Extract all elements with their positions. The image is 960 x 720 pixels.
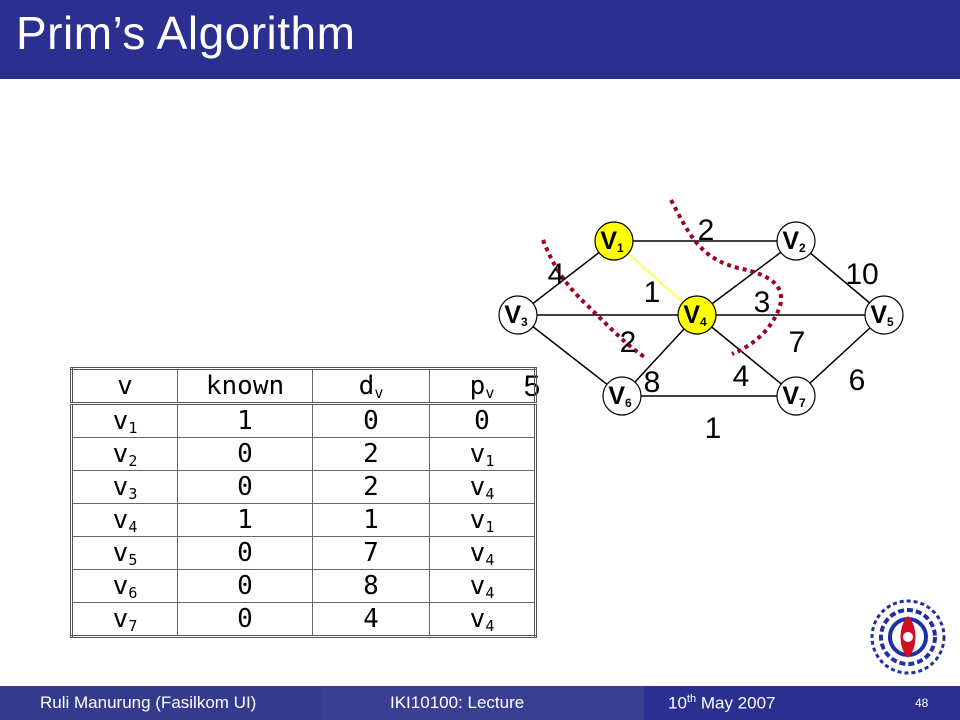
table-cell: v1 [429, 503, 536, 537]
table-cell: v4 [429, 470, 536, 504]
node-v5 [864, 295, 904, 335]
edge-v1-v3 [517, 240, 615, 316]
footer-date-panel: 10th May 2007 [644, 686, 960, 720]
table-cell: v2 [71, 437, 178, 471]
edge-weight-v3-v4: 2 [620, 326, 637, 359]
edge-weight-v1-v3: 4 [548, 258, 565, 291]
table-cell: 7 [312, 536, 430, 570]
table-cell: v4 [71, 503, 178, 537]
edge-v3-v6 [517, 314, 623, 397]
table-cell: 1 [312, 503, 430, 537]
table-header-cell: pv [429, 368, 536, 405]
table-cell: 0 [429, 403, 536, 438]
table-cell: 0 [177, 569, 313, 603]
edge-weight-v4-v5: 7 [789, 326, 806, 359]
edge-weight-v1-v2: 2 [698, 214, 715, 247]
footer: Ruli Manurung (Fasilkom UI) IKI10100: Le… [0, 686, 960, 720]
footer-course-panel: IKI10100: Lecture [322, 686, 644, 720]
edge-weight-v6-v7: 1 [705, 412, 722, 445]
table-cell: 8 [312, 569, 430, 603]
footer-course: IKI10100: Lecture [390, 693, 525, 712]
slide-title: Prim’s Algorithm [16, 7, 356, 59]
table-cell: 1 [177, 403, 313, 438]
table-cell: v7 [71, 602, 178, 637]
table-cell: 0 [177, 437, 313, 471]
edge-weight-v5-v7: 6 [849, 364, 866, 397]
university-emblem-icon [870, 599, 946, 675]
footer-date-day: 10 [668, 693, 687, 713]
table-cell: 4 [312, 602, 430, 637]
node-v2 [776, 221, 816, 261]
footer-author: Ruli Manurung (Fasilkom UI) [40, 693, 257, 712]
edge-v5-v7 [795, 314, 885, 397]
node-v6 [602, 376, 642, 416]
table-cell: 0 [177, 536, 313, 570]
table-header-cell: known [177, 368, 313, 405]
node-v1 [594, 221, 634, 261]
node-v7 [776, 376, 816, 416]
cut-boundary-left [541, 239, 648, 360]
table-cell: v5 [71, 536, 178, 570]
node-v4 [677, 295, 717, 335]
table-cell: 0 [177, 602, 313, 637]
table-cell: 1 [177, 503, 313, 537]
edge-weight-v4-v6: 8 [644, 366, 661, 399]
edge-v4-v7 [696, 314, 797, 397]
table-cell: v1 [429, 437, 536, 471]
table-header-cell: v [71, 368, 178, 405]
table-cell: 0 [177, 470, 313, 504]
edge-weight-v2-v4: 3 [754, 286, 771, 319]
node-v3 [498, 295, 538, 335]
edge-weight-v4-v7: 4 [733, 360, 750, 393]
footer-date: 10th May 2007 [668, 693, 776, 714]
title-bar: Prim’s Algorithm [0, 0, 960, 79]
footer-author-panel: Ruli Manurung (Fasilkom UI) [0, 686, 322, 720]
table-cell: 2 [312, 437, 430, 471]
footer-date-rest: May 2007 [696, 693, 776, 713]
table-cell: v4 [429, 602, 536, 637]
page-number: 48 [915, 696, 929, 710]
edge-weight-v1-v4: 1 [644, 276, 661, 309]
table-cell: v4 [429, 536, 536, 570]
table-cell: 0 [312, 403, 430, 438]
edge-v2-v4 [696, 240, 797, 316]
table-cell: 2 [312, 470, 430, 504]
footer-date-sup: th [686, 693, 697, 705]
table-cell: v4 [429, 569, 536, 603]
edge-weight-v2-v5: 10 [845, 258, 878, 291]
table-header-cell: dv [312, 368, 430, 405]
table-cell: v1 [71, 403, 178, 438]
table-cell: v6 [71, 569, 178, 603]
table-cell: v3 [71, 470, 178, 504]
